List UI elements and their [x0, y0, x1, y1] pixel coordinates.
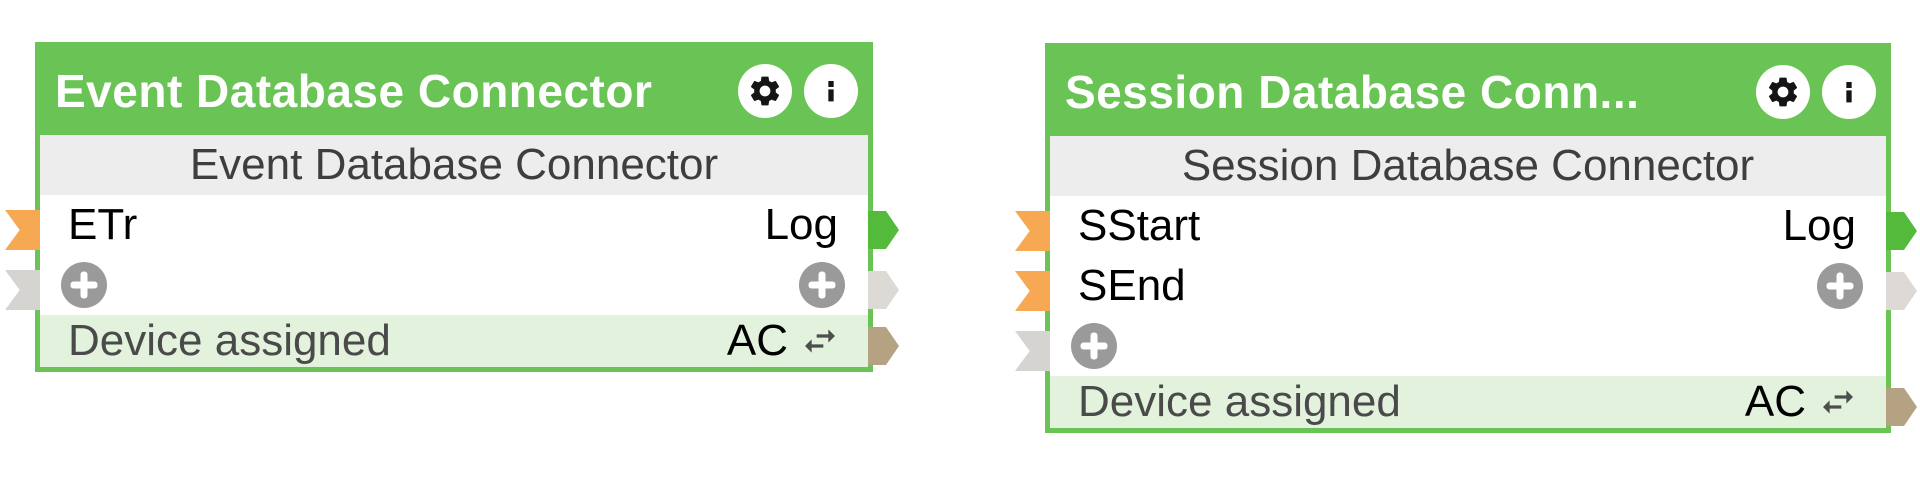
node-title: Session Database Conn... — [1065, 66, 1640, 118]
output-connector-log[interactable] — [1886, 212, 1917, 250]
swap-arrows-icon — [805, 329, 835, 353]
add-output-button[interactable] — [799, 262, 845, 308]
input-port-label-sstart: SStart — [1078, 201, 1201, 250]
input-connector-etr[interactable] — [5, 210, 40, 250]
ac-mode-label: AC — [1744, 377, 1806, 426]
swap-arrows-icon — [1823, 390, 1853, 414]
settings-button[interactable] — [1756, 65, 1810, 119]
port-row: ETr Log — [40, 195, 868, 255]
settings-button[interactable] — [738, 64, 792, 118]
info-icon — [828, 81, 834, 102]
node-event-database-connector[interactable]: Event Database Connector Event Database … — [5, 42, 899, 372]
info-button[interactable] — [804, 64, 858, 118]
add-input-button[interactable] — [1071, 323, 1117, 369]
node-header: Session Database Conn... — [1050, 48, 1886, 136]
node-session-database-connector[interactable]: Session Database Conn... Session Databas… — [1015, 43, 1917, 433]
output-connector-ac[interactable] — [868, 327, 899, 365]
gear-icon — [750, 76, 780, 106]
input-connector-add[interactable] — [5, 270, 40, 310]
input-port-label-send: SEnd — [1078, 261, 1186, 310]
add-output-button[interactable] — [1817, 263, 1863, 309]
node-title: Event Database Connector — [55, 65, 653, 117]
node-footer: Device assigned AC — [40, 315, 868, 367]
info-icon — [1846, 82, 1852, 103]
port-row: SEnd — [1050, 256, 1886, 316]
device-status-label: Device assigned — [1078, 377, 1401, 426]
ac-mode-label: AC — [726, 316, 788, 365]
port-row — [1050, 316, 1886, 376]
output-port-label-log: Log — [764, 200, 838, 249]
ac-mode-toggle[interactable]: AC — [1745, 377, 1860, 427]
input-connector-send[interactable] — [1015, 271, 1050, 311]
ac-mode-toggle[interactable]: AC — [727, 316, 842, 366]
input-connector-sstart[interactable] — [1015, 211, 1050, 251]
info-button[interactable] — [1822, 65, 1876, 119]
output-connector-ac[interactable] — [1886, 388, 1917, 426]
node-subtitle: Session Database Connector — [1050, 136, 1886, 196]
input-connector-add[interactable] — [1015, 331, 1050, 371]
input-port-label-etr: ETr — [68, 200, 138, 249]
output-connector-log[interactable] — [868, 211, 899, 249]
output-port-label-log: Log — [1782, 201, 1856, 250]
add-input-button[interactable] — [61, 262, 107, 308]
output-connector-add[interactable] — [1886, 272, 1917, 310]
port-row — [40, 255, 868, 315]
port-row: SStart Log — [1050, 196, 1886, 256]
output-connector-add[interactable] — [868, 271, 899, 309]
node-subtitle: Event Database Connector — [40, 135, 868, 195]
node-footer: Device assigned AC — [1050, 376, 1886, 428]
device-status-label: Device assigned — [68, 316, 391, 365]
node-header: Event Database Connector — [40, 47, 868, 135]
gear-icon — [1768, 77, 1798, 107]
